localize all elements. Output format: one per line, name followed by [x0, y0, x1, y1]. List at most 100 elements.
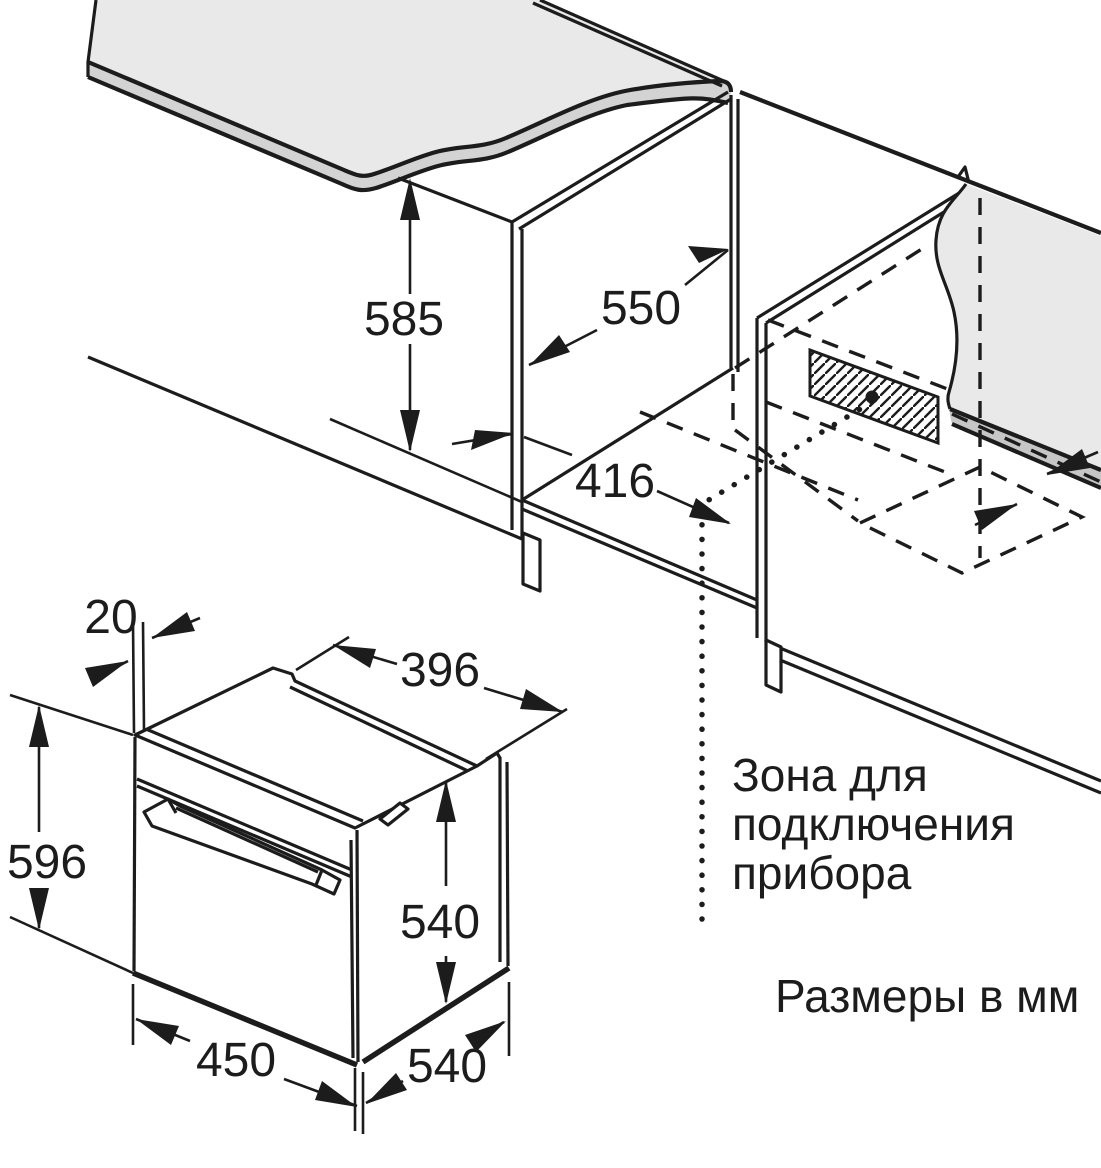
countertop-top-surface [88, 0, 731, 176]
gap-arrowhead-upper [1047, 449, 1090, 475]
oven-body [131, 666, 511, 1068]
countertop-edge-band-bottom [87, 75, 729, 193]
dim-585-arrow-up [400, 178, 420, 220]
door-handle [142, 797, 342, 896]
oven-top-rear-band [289, 685, 469, 773]
upper-diagram: 585 550 416 Зона для подключения прибора [86, 0, 1101, 929]
dim-596-arrow-up [29, 705, 49, 747]
dashed-bottom-face [856, 465, 1086, 575]
dim-550-arrow-lower [529, 335, 570, 366]
wall-top-edge [739, 90, 1101, 235]
niche-top-edge-inner [518, 97, 732, 231]
dim-540b-arrow-left [366, 1073, 407, 1104]
oven-top-front-band [145, 727, 364, 823]
body-depth-value: 540 [407, 1040, 487, 1093]
connection-space-dashed-box [639, 198, 1101, 575]
connection-point-dot [865, 390, 879, 404]
under-counter-edge [397, 176, 513, 224]
dimension-body-depth: 540 [365, 982, 511, 1105]
base-run-front-edge-lower [779, 658, 1101, 795]
dashed-front-top-edge [639, 410, 859, 502]
dim-596-arrow-down [29, 888, 49, 930]
dim-540b-arrow-right [465, 1021, 506, 1052]
oven-drawing: 20 396 596 540 [7, 591, 568, 1134]
dimension-body-height: 540 [400, 780, 480, 1004]
dim-416-arrow-left [471, 430, 514, 450]
connection-zone [808, 347, 940, 446]
dim-450-arrow-right [315, 1081, 357, 1107]
connection-zone-label-line-3: прибора [732, 847, 912, 899]
dashed-bottom-back-edge [765, 400, 951, 476]
connection-zone-leader [699, 399, 875, 929]
oven-front-right-edge-door [349, 839, 355, 1059]
connection-zone-label-line-2: подключения [732, 798, 1015, 850]
top-rear-width-value: 396 [400, 644, 480, 697]
right-wall-panel [755, 188, 1101, 795]
dim-585-arrow-down [400, 410, 420, 452]
dim-20-arrow-left [85, 661, 128, 687]
countertop [86, 0, 734, 193]
dim-396-arrow-left [333, 645, 376, 668]
niche-height-value: 585 [364, 293, 444, 346]
dim-416-line-left [523, 435, 573, 457]
dimension-connection-offset: 416 [451, 430, 731, 525]
oven-front-right-edge-body [355, 829, 360, 1063]
oven-front-left-edge [132, 736, 137, 972]
wall-torn-edge [934, 183, 968, 410]
dim-540v-arrow-up [436, 780, 456, 822]
left-panel-foot [521, 531, 542, 593]
body-height-value: 540 [400, 896, 480, 949]
countertop-front-edge [87, 60, 734, 178]
dim-396-ext-left [295, 635, 350, 672]
connection-zone-label-line-1: Зона для [732, 749, 928, 801]
units-note: Размеры в мм [775, 970, 1079, 1022]
dim-450-arrow-left [136, 1019, 179, 1045]
dim-20-tick-right [141, 621, 146, 731]
dashed-top-back-edge [767, 318, 951, 392]
niche-top-edge-outer [511, 90, 729, 224]
dim-396-ext-right [485, 707, 568, 761]
oven-bottom-right-edge [361, 965, 511, 1065]
appliance-height-value: 596 [7, 836, 87, 889]
handle-top-line [175, 806, 319, 874]
countertop-right-edge [539, 0, 727, 84]
control-panel-bottom-upper [136, 777, 353, 872]
dimension-appliance-height: 596 [7, 693, 134, 975]
wall-panel-foot [764, 638, 783, 694]
countertop-left-cut-edge [86, 0, 98, 77]
handle-bar [142, 797, 342, 896]
countertop-edge-band [88, 62, 731, 191]
dimension-top-rear-width: 396 [295, 635, 568, 761]
left-base-line [87, 355, 523, 541]
frame-overhang-value: 20 [84, 591, 137, 644]
dashed-front-bottom-edge [733, 428, 860, 523]
tall-cabinet-niche [87, 90, 758, 610]
dim-596-ext-top [9, 693, 134, 737]
front-width-value: 450 [196, 1034, 276, 1087]
handle-left-cap [166, 798, 178, 814]
oven-door-bottom-edge [131, 970, 359, 1068]
niche-floor-left-edge [521, 366, 734, 502]
dotted-leader-line [699, 399, 875, 929]
wall-gap-arrows [974, 449, 1099, 530]
connection-zone-label: Зона для подключения прибора [732, 749, 1015, 899]
dim-550-line-upper [684, 248, 729, 287]
wall-band-bottom-edge [951, 422, 1101, 490]
connection-offset-value: 416 [575, 455, 655, 508]
oven-top-face [133, 666, 479, 830]
base-run-front-edge [779, 646, 1101, 783]
oven-rear-right-step [476, 751, 502, 768]
dimension-frame-overhang: 20 [84, 591, 201, 734]
niche-floor-extension-line [329, 417, 523, 504]
dashed-depth-edge [734, 243, 929, 370]
dim-396-arrow-right [520, 689, 563, 712]
niche-floor-front-edge [521, 498, 758, 602]
dim-20-tick-left [131, 621, 136, 734]
niche-floor-front-edge-lower [521, 507, 758, 610]
gap-arrowhead-lower [974, 504, 1017, 530]
dimension-niche-height: 585 [364, 178, 444, 452]
dimension-niche-depth: 550 [528, 246, 729, 367]
wall-torn-notch [956, 165, 971, 184]
